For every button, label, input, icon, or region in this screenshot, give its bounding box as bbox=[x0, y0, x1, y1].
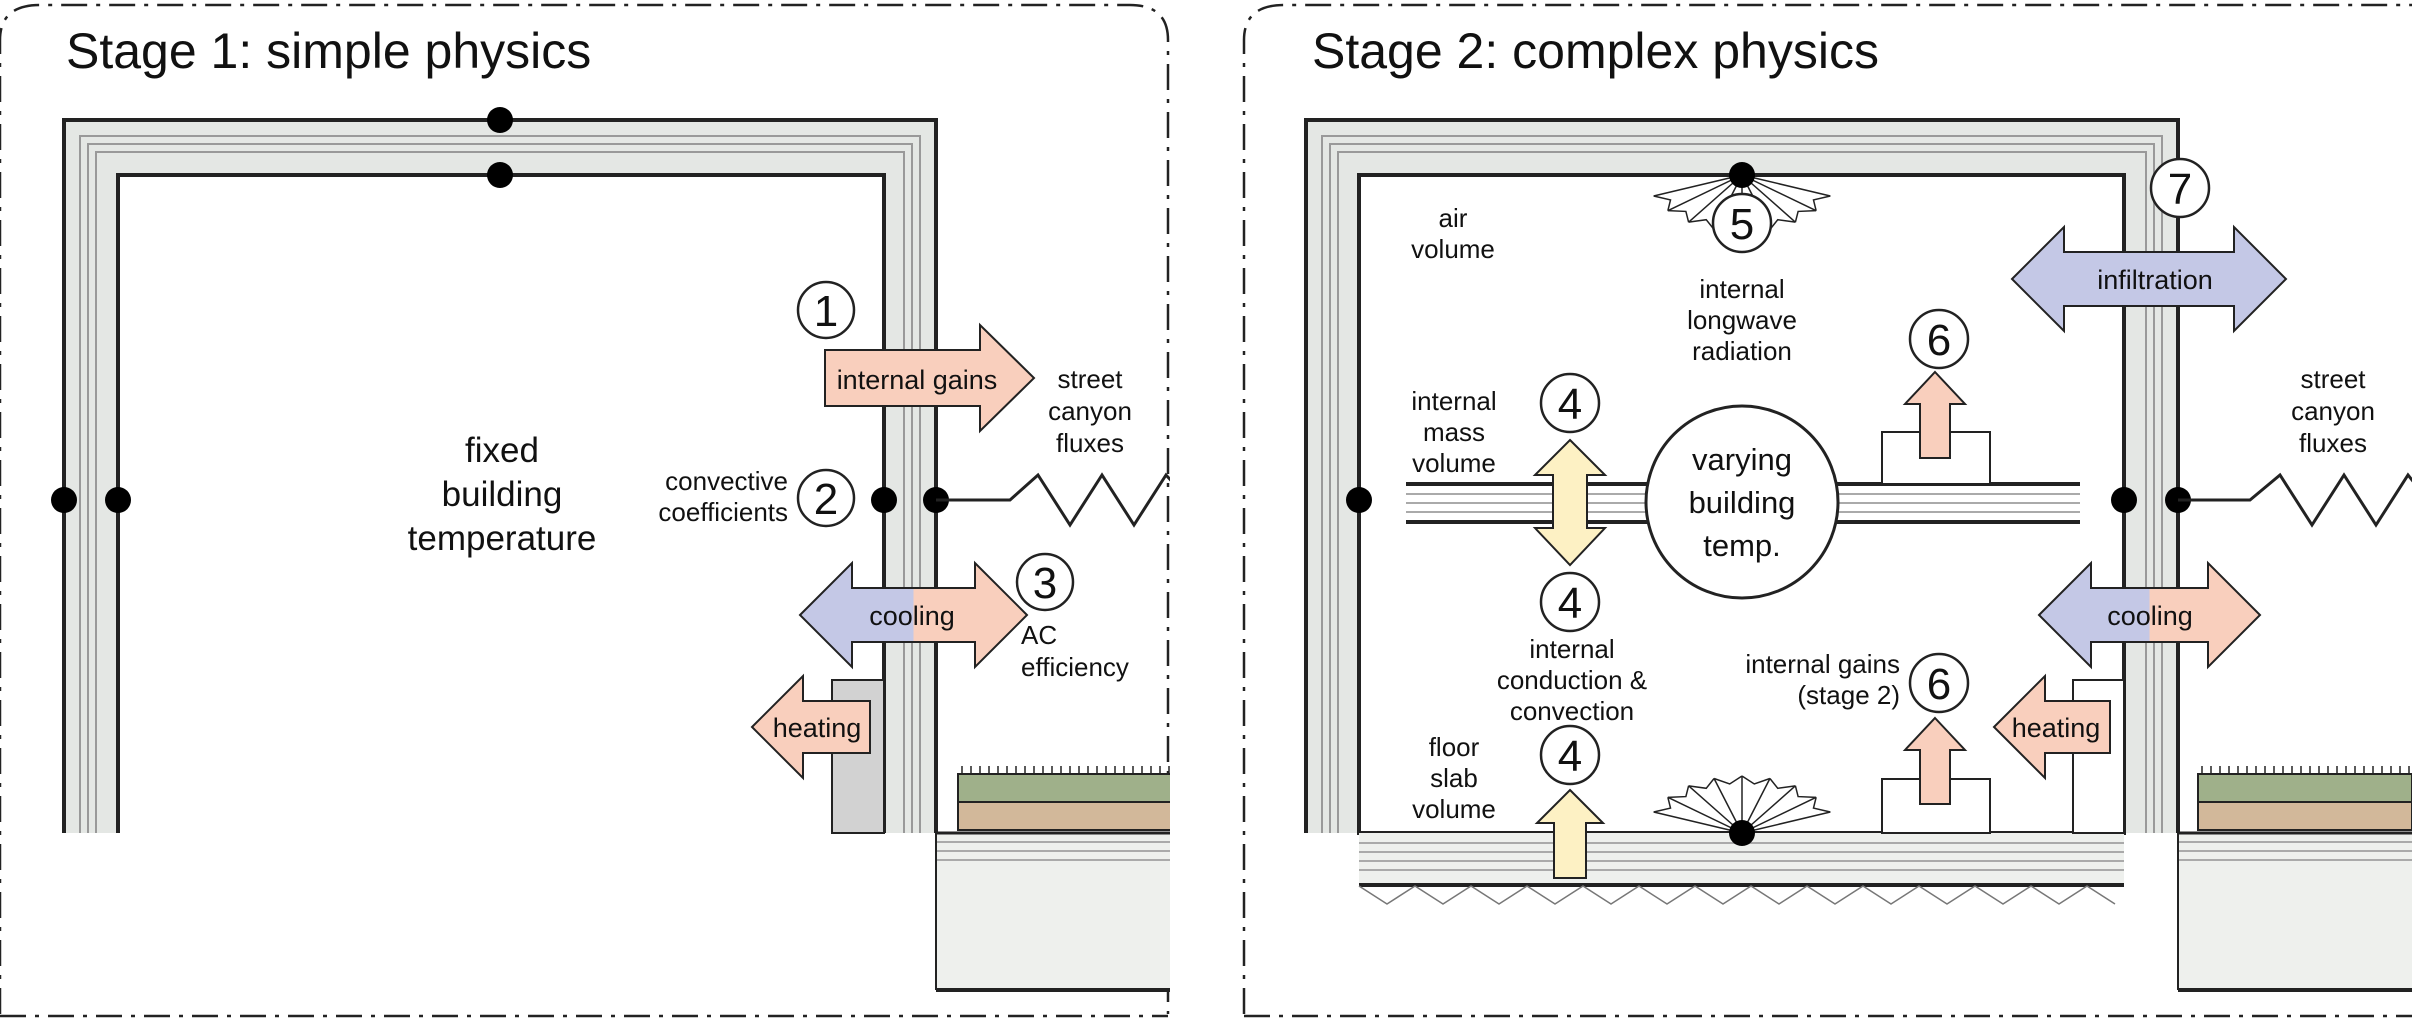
node-right-inner-2 bbox=[2111, 487, 2137, 513]
number-6-upper: 6 bbox=[1927, 316, 1951, 365]
center-label-2: building bbox=[442, 475, 563, 514]
street-resistor bbox=[936, 472, 1170, 528]
convective-label-1: convective bbox=[665, 466, 788, 496]
air-label-1: air bbox=[1439, 203, 1468, 233]
mass-label-3: volume bbox=[1412, 448, 1496, 478]
mass-label-2: mass bbox=[1423, 417, 1485, 447]
internal-gains-arrow bbox=[824, 322, 1036, 434]
floor-label-1: floor bbox=[1429, 732, 1480, 762]
longwave-label-2: longwave bbox=[1687, 305, 1797, 335]
street-label-2: canyon bbox=[1048, 396, 1132, 426]
panel-stage-2: infiltration cooling heating 5 7 6 6 4 4… bbox=[1242, 3, 2412, 1018]
node-roof-2 bbox=[1729, 162, 1755, 188]
number-4-floor: 4 bbox=[1558, 732, 1582, 781]
ac-label-1: AC bbox=[1021, 620, 1057, 650]
heating-label-2: heating bbox=[2012, 713, 2101, 743]
longwave-label-1: internal bbox=[1699, 274, 1784, 304]
number-1: 1 bbox=[814, 287, 838, 336]
mass-label-1: internal bbox=[1411, 386, 1496, 416]
conduction-label-2: conduction & bbox=[1497, 665, 1647, 695]
floor-label-3: volume bbox=[1412, 794, 1496, 824]
cooling-arrow-2 bbox=[2037, 560, 2262, 670]
center-label-2-3: temp. bbox=[1703, 528, 1781, 563]
gains2-label-1: internal gains bbox=[1745, 649, 1900, 679]
node-left-2 bbox=[1346, 487, 1372, 513]
gains2-label-2: (stage 2) bbox=[1797, 680, 1900, 710]
grass-strip bbox=[957, 773, 1170, 803]
node-left-inner bbox=[105, 487, 131, 513]
node-roof-outer bbox=[487, 107, 513, 133]
grass-strip-2 bbox=[2197, 773, 2412, 803]
soil-strip bbox=[957, 801, 1170, 831]
center-label-1: fixed bbox=[465, 431, 539, 470]
panel-1-frame bbox=[0, 3, 1170, 1014]
heating-arrow-2 bbox=[1992, 673, 2111, 781]
panel-stage-1: internal gains cooling heating 1 2 3 Sta… bbox=[0, 3, 1170, 1018]
conduction-label-3: convection bbox=[1510, 696, 1634, 726]
heating-arrow bbox=[750, 673, 871, 781]
node-left-outer bbox=[51, 487, 77, 513]
floor-arrow bbox=[1534, 788, 1606, 879]
number-7: 7 bbox=[2168, 165, 2192, 214]
cooling-arrow bbox=[798, 560, 1029, 670]
node-floor-2 bbox=[1729, 820, 1755, 846]
number-3: 3 bbox=[1033, 559, 1057, 608]
gains-arrow-upper bbox=[1902, 370, 1968, 459]
heating-label: heating bbox=[773, 713, 862, 743]
cooling-label-2: cooling bbox=[2107, 601, 2193, 631]
panel-2-frame bbox=[1242, 3, 2412, 1014]
street-label-1: street bbox=[1057, 364, 1123, 394]
number-4-mass: 4 bbox=[1558, 380, 1582, 429]
infiltration-arrow bbox=[2010, 224, 2288, 334]
gains-arrow-lower bbox=[1902, 716, 1968, 805]
center-label-2-1: varying bbox=[1692, 442, 1792, 477]
node-roof-inner bbox=[487, 162, 513, 188]
street-label-2-2: canyon bbox=[2291, 396, 2375, 426]
floor-label-2: slab bbox=[1430, 763, 1478, 793]
street-label-2-1: street bbox=[2300, 364, 2366, 394]
internal-mass-arrow bbox=[1532, 438, 1608, 567]
ground-slab-2 bbox=[2178, 833, 2412, 990]
node-right-inner bbox=[871, 487, 897, 513]
floor-soil-hatch bbox=[1358, 885, 2116, 905]
number-4-conduction: 4 bbox=[1558, 579, 1582, 628]
street-resistor-2 bbox=[2178, 472, 2412, 528]
convective-label-2: coefficients bbox=[658, 497, 788, 527]
infiltration-label: infiltration bbox=[2097, 265, 2213, 295]
number-5: 5 bbox=[1730, 200, 1754, 249]
number-6-lower: 6 bbox=[1927, 660, 1951, 709]
longwave-label-3: radiation bbox=[1692, 336, 1792, 366]
center-label-3: temperature bbox=[408, 519, 597, 558]
cooling-label: cooling bbox=[869, 601, 955, 631]
ground-slab bbox=[936, 833, 1170, 990]
panel-1-title: Stage 1: simple physics bbox=[66, 23, 591, 79]
conduction-label-1: internal bbox=[1529, 634, 1614, 664]
panel-2-title: Stage 2: complex physics bbox=[1312, 23, 1879, 79]
internal-gains-label: internal gains bbox=[837, 365, 998, 395]
air-label-2: volume bbox=[1411, 234, 1495, 264]
soil-strip-2 bbox=[2197, 801, 2412, 831]
number-2: 2 bbox=[814, 475, 838, 524]
varying-temp-circle bbox=[1644, 404, 1840, 600]
ac-label-2: efficiency bbox=[1021, 652, 1129, 682]
street-label-3: fluxes bbox=[1056, 428, 1124, 458]
street-label-2-3: fluxes bbox=[2299, 428, 2367, 458]
center-label-2-2: building bbox=[1689, 485, 1796, 520]
